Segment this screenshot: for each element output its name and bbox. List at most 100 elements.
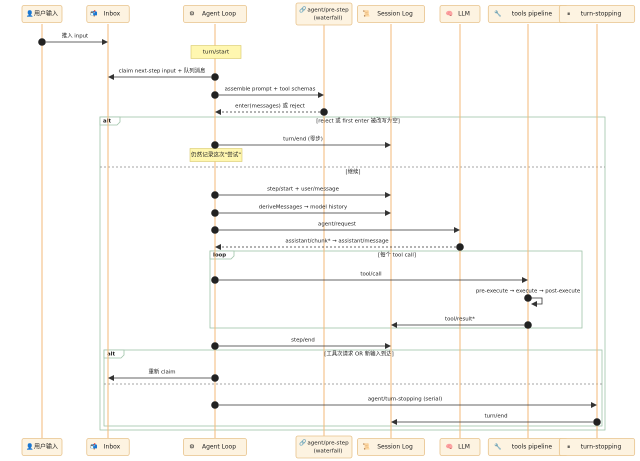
participant-log-top: 📜 Session Log: [357, 5, 425, 23]
gear-icon: ⚙: [189, 444, 194, 451]
fragment-keyword: alt: [107, 352, 115, 358]
step-badge: [211, 276, 219, 284]
step-number: 1: [41, 39, 44, 44]
fragment-else-guard: [继续]: [346, 168, 361, 176]
step-number: 8: [214, 227, 217, 232]
step-badge: [211, 73, 219, 81]
participant-log-bottom: 📜Session Log: [357, 438, 425, 456]
fragment-loop-tools: loop[每个 tool call]: [209, 251, 583, 329]
message-16: turn/end 16: [391, 414, 601, 426]
participant-label: Inbox: [104, 11, 121, 18]
participant-box: [183, 5, 247, 23]
notes-layer: turn/start 仍然记录这次"尝试": [189, 45, 243, 162]
fragment-guard: [工具次请求 OR 新输入到达]: [324, 350, 394, 358]
pause-icon: ⏸: [567, 444, 570, 451]
participant-label: Session Log: [377, 11, 413, 18]
message-label: agent/request: [318, 222, 356, 228]
participant-loop-top: ⚙ Agent Loop: [183, 5, 247, 23]
step-badge: [211, 141, 219, 149]
participant-label: Inbox: [104, 444, 121, 451]
message-6: step/start + user/message 6: [211, 187, 391, 199]
message-label: claim next-step input + 队列消息: [119, 67, 206, 75]
participants-layer: 👤用户输入👤用户输入📬Inbox📬Inbox⚙Agent Loop⚙Agent …: [21, 2, 636, 459]
step-number: 12: [525, 322, 531, 327]
participant-label: 用户输入: [34, 10, 58, 18]
step-badge: [211, 374, 219, 382]
inbox-icon: 📬: [90, 443, 98, 451]
step-badge: [320, 108, 328, 116]
participant-label: Session Log: [377, 444, 413, 451]
brain-icon: 🧠: [446, 10, 454, 18]
step-number: 9: [459, 244, 462, 249]
pause-icon: ⏸: [567, 11, 570, 18]
participant-llm-top: 🧠LLM: [439, 5, 481, 23]
step-number: 14: [212, 375, 218, 380]
fragment-alt-reject: alt[reject 或 first enter 被改写为空][继续]: [99, 117, 606, 431]
message-label: step/end: [291, 338, 315, 344]
message-label: pre-execute → execute → post-execute: [476, 289, 581, 295]
participant-label: 用户输入: [34, 443, 58, 451]
step-number: 2: [214, 74, 217, 79]
step-badge: [211, 342, 219, 350]
participant-label: tools pipeline: [512, 11, 553, 18]
participant-box: [558, 438, 636, 456]
link-icon: 🔗: [299, 6, 307, 14]
message-label: agent/turn-stopping (serial): [368, 397, 442, 403]
fragment-alt-continue: alt [工具次请求 OR 新输入到达]: [103, 350, 603, 427]
fragments-layer: alt[reject 或 first enter 被改写为空][继续]loop[…: [99, 117, 606, 431]
message-label: assemble prompt + tool schemas: [225, 87, 316, 93]
person-icon: 👤: [26, 10, 33, 18]
step-badge: [593, 418, 601, 426]
fragment-keyword: alt: [103, 119, 111, 125]
participant-user-top: 👤用户输入: [21, 5, 63, 23]
note-text: 仍然记录这次"尝试": [191, 151, 241, 159]
person-icon: 👤: [26, 443, 33, 451]
inbox-icon: 📬: [90, 10, 98, 18]
participant-loop-bottom: ⚙Agent Loop: [183, 438, 247, 456]
message-label: turn/end: [484, 414, 507, 420]
participant-tools-bottom: 🔧tools pipeline: [487, 438, 569, 456]
participant-label: agent/pre-step: [307, 8, 349, 14]
step-badge: [524, 294, 532, 302]
note-turn-start: turn/start: [190, 45, 242, 59]
step-number: 6: [214, 192, 217, 197]
participant-box: [295, 435, 353, 459]
participant-box: [21, 438, 63, 456]
step-number: 16: [594, 419, 600, 424]
brain-icon: 🧠: [446, 443, 454, 451]
participant-box: [183, 438, 247, 456]
step-badge: [211, 91, 219, 99]
participant-label: Agent Loop: [202, 11, 236, 18]
participant-user-bottom: 👤用户输入: [21, 438, 63, 456]
wrench-icon: 🔧: [494, 10, 501, 18]
scroll-icon: 📜: [362, 10, 370, 18]
message-2: claim next-step input + 队列消息 2: [108, 67, 219, 81]
step-number: 10: [212, 277, 218, 282]
participant-inbox-bottom: 📬 Inbox: [86, 438, 130, 456]
participant-label: agent/pre-step: [307, 441, 349, 447]
participant-label: turn-stopping: [581, 444, 622, 451]
lifelines-layer: [41, 24, 598, 438]
step-number: 15: [212, 402, 218, 407]
participant-label: turn-stopping: [581, 11, 622, 18]
participant-label: LLM: [458, 444, 470, 451]
message-label: step/start + user/message: [267, 187, 339, 193]
participant-box: [86, 438, 130, 456]
step-number: 5: [214, 142, 217, 147]
gear-icon: ⚙: [189, 11, 194, 18]
participant-box: [295, 2, 353, 26]
message-label: 重新 claim: [148, 368, 175, 376]
participant-pre-top: 🔗agent/pre-step(waterfall): [295, 2, 353, 26]
message-12: tool/result*12: [391, 317, 532, 329]
step-number: 4: [323, 109, 326, 114]
step-number: 7: [214, 210, 217, 215]
message-15: agent/turn-stopping (serial) 15: [211, 397, 597, 409]
